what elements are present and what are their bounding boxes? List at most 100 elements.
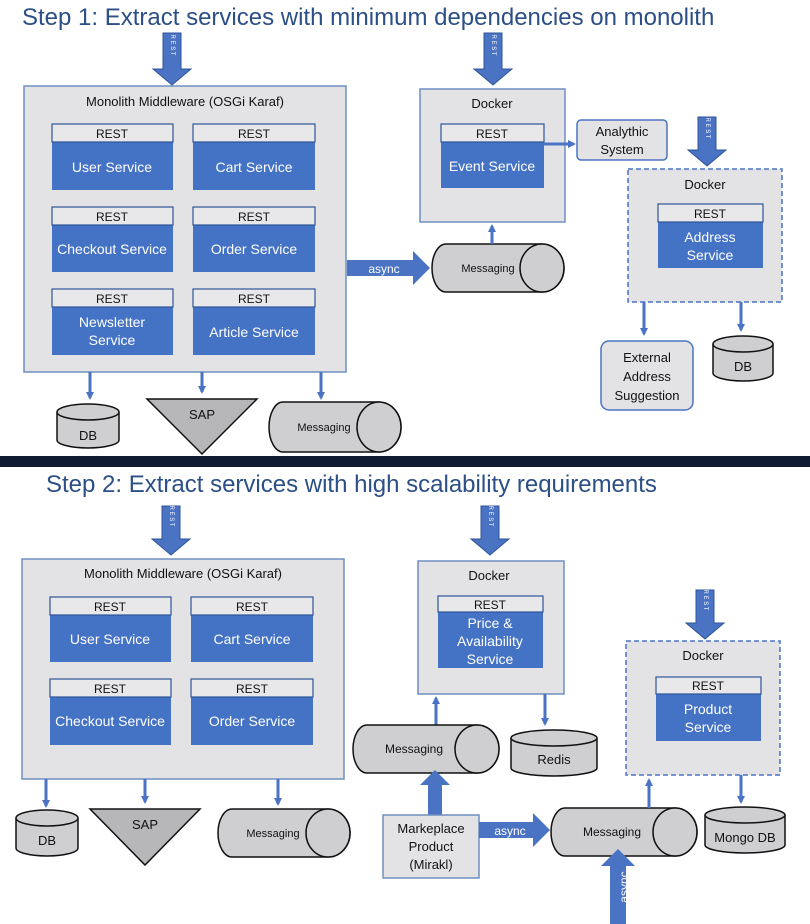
svg-text:Article Service: Article Service — [209, 324, 299, 340]
svg-text:REST: REST — [96, 210, 129, 224]
svg-text:REST: REST — [238, 292, 271, 306]
price-line3: Service — [467, 651, 514, 667]
address-line2: Service — [687, 247, 734, 263]
docker-title-price: Docker — [468, 568, 510, 583]
product-line1: Product — [684, 701, 732, 717]
mongo-db-cylinder: Mongo DB — [704, 806, 786, 854]
svg-text:REST: REST — [236, 600, 269, 614]
svg-text:Redis: Redis — [537, 752, 571, 767]
service-checkout-step1: REST Checkout Service — [51, 206, 174, 272]
service-product: REST Product Service — [655, 676, 762, 741]
redis-cylinder: Redis — [510, 729, 598, 777]
service-price-availability: REST Price & Availability Service — [437, 595, 544, 668]
external-line3: Suggestion — [614, 388, 679, 403]
svg-text:R E S T: R E S T — [169, 35, 175, 56]
svg-text:Messaging: Messaging — [246, 828, 299, 840]
rest-arrow-step1-address: R E S T — [686, 116, 728, 167]
marketplace-line3: (Mirakl) — [409, 857, 452, 872]
svg-text:R E S T: R E S T — [702, 590, 708, 611]
svg-text:REST: REST — [238, 127, 271, 141]
marketplace-line2: Product — [409, 839, 454, 854]
svg-text:REST: REST — [94, 682, 127, 696]
svg-text:User Service: User Service — [72, 159, 152, 175]
svg-text:async: async — [617, 871, 631, 902]
svg-text:async: async — [368, 262, 399, 276]
product-line2: Service — [685, 719, 732, 735]
external-address-box: External Address Suggestion — [600, 340, 694, 411]
service-address: REST Address Service — [657, 203, 764, 268]
analytics-line1: Analythic — [596, 124, 649, 139]
svg-text:Messaging: Messaging — [297, 422, 350, 434]
docker-title-event: Docker — [471, 96, 513, 111]
docker-title-address: Docker — [684, 177, 726, 192]
analytics-line2: System — [600, 142, 643, 157]
svg-text:Messaging: Messaging — [583, 825, 641, 839]
messaging-cylinder-step2: Messaging — [217, 808, 351, 858]
svg-text:REST: REST — [476, 127, 509, 141]
docker-title-product: Docker — [682, 648, 724, 663]
db-cylinder-step1: DB — [56, 403, 120, 449]
rest-arrow-step2-price: R E S T — [469, 505, 511, 556]
section-divider — [0, 456, 810, 467]
monolith-frame-step2 — [21, 558, 345, 780]
step1-title: Step 1: Extract services with minimum de… — [22, 4, 714, 31]
async-arrow-vertical: async — [601, 849, 635, 924]
svg-text:Order Service: Order Service — [211, 241, 298, 257]
service-checkout-step2: REST Checkout Service — [49, 678, 172, 745]
svg-text:User Service: User Service — [70, 631, 150, 647]
svg-text:R E S T: R E S T — [168, 506, 174, 527]
arrow-marketplace-messaging — [420, 770, 450, 815]
svg-text:Checkout Service: Checkout Service — [55, 713, 165, 729]
rest-arrow-step1-monolith: R E S T — [151, 32, 193, 86]
messaging-cylinder-product: Messaging — [550, 807, 698, 857]
service-order-step1: REST Order Service — [192, 206, 316, 272]
service-user-step1: REST User Service — [51, 123, 174, 190]
newsletter-line1: Newsletter — [79, 314, 145, 330]
svg-text:Mongo DB: Mongo DB — [714, 830, 775, 845]
svg-text:REST: REST — [94, 600, 127, 614]
sap-triangle-step2: SAP — [88, 808, 202, 867]
external-line1: External — [623, 350, 671, 365]
service-cart-step1: REST Cart Service — [192, 123, 316, 190]
svg-text:REST: REST — [236, 682, 269, 696]
monolith-title-step2: Monolith Middleware (OSGi Karaf) — [84, 566, 282, 581]
svg-text:Checkout Service: Checkout Service — [57, 241, 167, 257]
svg-text:SAP: SAP — [132, 817, 158, 832]
svg-text:REST: REST — [96, 127, 129, 141]
svg-text:R E S T: R E S T — [487, 506, 493, 527]
db-cylinder-address: DB — [712, 335, 774, 382]
svg-text:DB: DB — [79, 428, 97, 443]
svg-text:DB: DB — [734, 359, 752, 374]
rest-arrow-step1-docker: R E S T — [472, 32, 514, 86]
svg-text:Order Service: Order Service — [209, 713, 296, 729]
newsletter-line2: Service — [89, 332, 136, 348]
external-line2: Address — [623, 369, 671, 384]
price-line2: Availability — [457, 633, 523, 649]
messaging-cylinder-event: Messaging — [431, 243, 565, 293]
svg-text:R E S T: R E S T — [490, 35, 496, 56]
service-user-step2: REST User Service — [49, 596, 172, 662]
messaging-cylinder-price: Messaging — [352, 724, 500, 774]
svg-text:REST: REST — [694, 207, 727, 221]
svg-text:REST: REST — [238, 210, 271, 224]
svg-text:Messaging: Messaging — [461, 263, 514, 275]
async-arrow-step2: async — [479, 813, 550, 847]
marketplace-box: Markeplace Product (Mirakl) — [382, 814, 480, 879]
monolith-title-step1: Monolith Middleware (OSGi Karaf) — [86, 94, 284, 109]
service-article-step1: REST Article Service — [192, 288, 316, 355]
svg-text:REST: REST — [474, 598, 507, 612]
svg-text:Cart Service: Cart Service — [213, 631, 290, 647]
db-cylinder-step2: DB — [15, 809, 79, 857]
marketplace-line1: Markeplace — [397, 821, 464, 836]
service-newsletter-step1: REST Newsletter Service — [51, 288, 174, 355]
svg-text:Cart Service: Cart Service — [215, 159, 292, 175]
svg-text:REST: REST — [692, 679, 725, 693]
svg-text:R E S T: R E S T — [704, 118, 710, 139]
service-order-step2: REST Order Service — [190, 678, 314, 745]
svg-text:DB: DB — [38, 833, 56, 848]
async-arrow-step1: async — [347, 251, 430, 285]
svg-text:async: async — [494, 824, 525, 838]
svg-text:REST: REST — [96, 292, 129, 306]
analytics-box: Analythic System — [576, 119, 668, 161]
